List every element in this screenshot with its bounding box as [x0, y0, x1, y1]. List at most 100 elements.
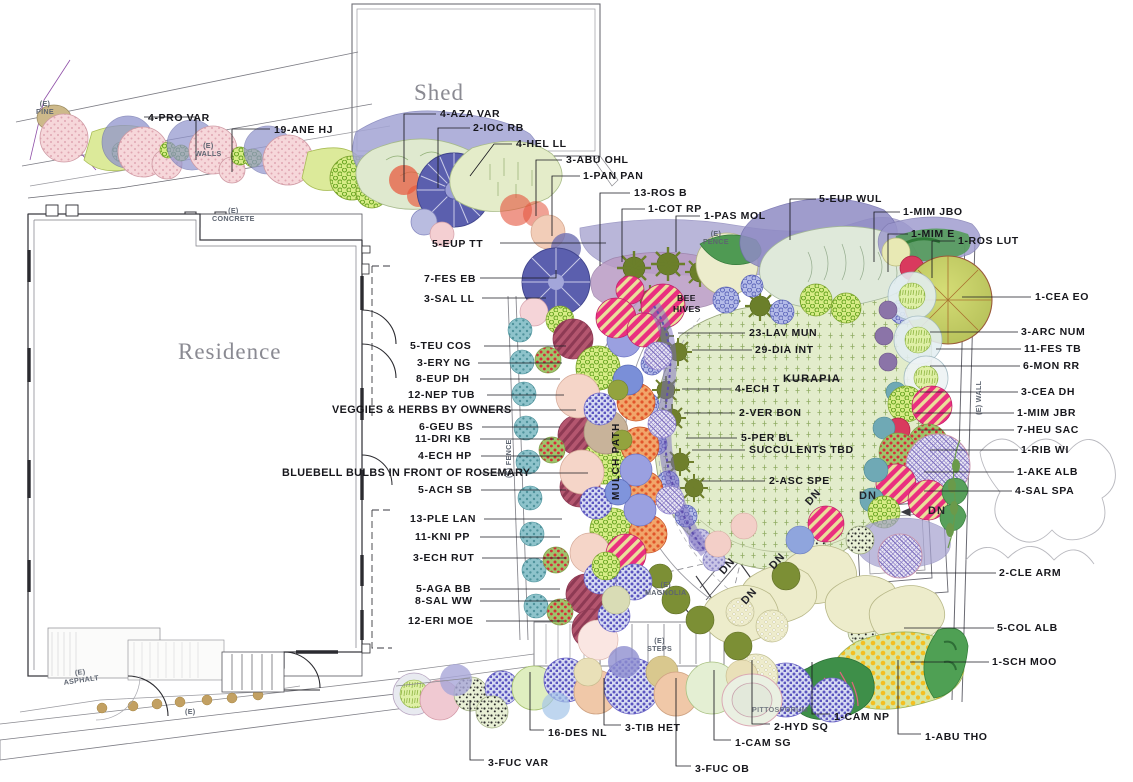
- plant-label-ech-t: 4-ECH T: [735, 383, 781, 395]
- plant-label-pas-mol: 1-PAS MOL: [704, 210, 766, 222]
- shed-title: Shed: [414, 80, 464, 105]
- plant-label-sal-ll: 3-SAL LL: [424, 293, 475, 305]
- dn-marker-1: DN: [859, 490, 877, 502]
- plant-label-ros-lut: 1-ROS LUT: [958, 235, 1019, 247]
- plant-label-cea-eo: 1-CEA EO: [1035, 291, 1090, 303]
- plant-label-abu-ohl: 3-ABU OHL: [566, 154, 629, 166]
- existing-note-pine: (E) PINE: [36, 99, 54, 117]
- plant-label-mon-rr: 6-MON RR: [1023, 360, 1080, 372]
- plant-label-ver-bon: 2-VER BON: [739, 407, 802, 419]
- existing-note-magnolia: (E) MAGNOLIA: [645, 580, 687, 598]
- bed-misc: [591, 505, 845, 661]
- existing-note-walls: (E) WALLS: [195, 141, 222, 159]
- plant-label-heu-sac: 7-HEU SAC: [1017, 424, 1079, 436]
- note-bluebell-bulbs: BLUEBELL BULBS IN FRONT OF ROSEMARY: [282, 467, 531, 479]
- dn-marker-2: DN: [928, 505, 946, 517]
- existing-note-dot: (E): [185, 707, 196, 716]
- plant-label-cam-np: 1-CAM NP: [834, 711, 890, 723]
- mulch-path-label: MULCH PATH: [611, 422, 622, 500]
- plant-label-cam-sg: 1-CAM SG: [735, 737, 792, 749]
- ex-wall-r-l2: WALL: [974, 380, 983, 403]
- plant-label-rib-wi: 1-RIB WI: [1021, 444, 1069, 456]
- plant-label-pro-var: 4-PRO VAR: [148, 112, 210, 124]
- plant-label-tib-het: 3-TIB HET: [625, 722, 681, 734]
- ex-steps-l1: (E): [654, 636, 665, 645]
- note-veggies-herbs: VEGGIES & HERBS BY OWNERS: [332, 404, 512, 416]
- bee-hives-label-line2: HIVES: [673, 304, 701, 314]
- existing-note-wall-right: (E) WALL: [974, 380, 983, 415]
- plant-label-per-bl: 5-PER BL: [741, 432, 794, 444]
- plant-label-hel-ll: 4-HEL LL: [516, 138, 567, 150]
- ex-concrete-l1: (E): [228, 206, 239, 215]
- ex-walls-l1: (E): [203, 141, 214, 150]
- plant-label-cea-dh: 3-CEA DH: [1021, 386, 1075, 398]
- plant-label-kni-pp: 11-KNI PP: [415, 531, 471, 543]
- leader-lines: [144, 113, 1031, 767]
- plant-label-des-nl: 16-DES NL: [548, 727, 608, 739]
- plant-label-sal-spa: 4-SAL SPA: [1015, 485, 1075, 497]
- ex-pine-l1: (E): [39, 99, 51, 108]
- plant-label-eup-dh: 8-EUP DH: [416, 373, 470, 385]
- plant-label-ple-lan: 13-PLE LAN: [410, 513, 477, 525]
- plant-label-ioc-rb: 2-IOC RB: [473, 122, 524, 134]
- plant-label-teu-cos: 5-TEU COS: [410, 340, 472, 352]
- plant-label-arc-num: 3-ARC NUM: [1021, 326, 1086, 338]
- plant-label-abu-tho: 1-ABU THO: [925, 731, 988, 743]
- plant-label-aza-var: 4-AZA VAR: [440, 108, 501, 120]
- plant-label-fuc-ob: 3-FUC OB: [695, 763, 750, 775]
- ex-fence-l1: (E): [710, 229, 722, 238]
- plant-label-cle-arm: 2-CLE ARM: [999, 567, 1062, 579]
- plant-label-col-alb: 5-COL ALB: [997, 622, 1058, 634]
- ex-fence-l2: FENCE: [703, 237, 729, 247]
- plant-label-eup-tt: 5-EUP TT: [432, 238, 484, 250]
- plant-label-cot-rp: 1-COT RP: [648, 203, 702, 215]
- ex-fence2-l2: FENCE: [504, 439, 513, 466]
- plant-label-aga-bb: 5-AGA BB: [416, 583, 472, 595]
- plant-label-ech-rut: 3-ECH RUT: [413, 552, 475, 564]
- ex-steps-l2: STEPS: [647, 644, 673, 654]
- plant-label-ery-ng: 3-ERY NG: [417, 357, 471, 369]
- plant-label-hyd-sq: 2-HYD SQ: [774, 721, 829, 733]
- ex-magnolia-l2: MAGNOLIA: [645, 588, 687, 598]
- plant-label-fes-eb: 7-FES EB: [424, 273, 477, 285]
- plant-label-eri-moe: 12-ERI MOE: [408, 615, 474, 627]
- plant-label-asc-spe: 2-ASC SPE: [769, 475, 830, 487]
- plant-label-sch-moo: 1-SCH MOO: [992, 656, 1057, 668]
- plant-label-eup-wul: 5-EUP WUL: [819, 193, 882, 205]
- plant-label-dia-int: 29-DIA INT: [755, 344, 814, 356]
- plant-label-ane-hj: 19-ANE HJ: [274, 124, 334, 136]
- plant-label-mim-e: 1-MIM E: [911, 228, 955, 240]
- plant-label-mim-jbr: 1-MIM JBR: [1017, 407, 1077, 419]
- plant-label-nep-tub: 12-NEP TUB: [408, 389, 476, 401]
- plant-label-lav-mun: 23-LAV MUN: [749, 327, 818, 339]
- plant-label-ake-alb: 1-AKE ALB: [1017, 466, 1079, 478]
- plant-label-pan-pan: 1-PAN PAN: [583, 170, 644, 182]
- plant-label-ach-sb: 5-ACH SB: [418, 484, 473, 496]
- bed-mid-right: [702, 439, 969, 723]
- bed-top-fence: [579, 198, 920, 329]
- existing-note-fence: (E) FENCE: [703, 229, 729, 247]
- plant-label-geu-bs: 6-GEU BS: [419, 421, 474, 433]
- planting-masses: [36, 104, 993, 729]
- ex-wall-r-l1: (E): [974, 404, 983, 415]
- plant-label-ros-b: 13-ROS B: [634, 187, 688, 199]
- plant-label-dri-kb: 11-DRI KB: [415, 433, 472, 445]
- plant-label-fes-tb: 11-FES TB: [1024, 343, 1082, 355]
- plant-label-ech-hp: 4-ECH HP: [418, 450, 472, 462]
- plant-label-succulents-tbd: SUCCULENTS TBD: [749, 444, 854, 456]
- plant-label-sal-ww: 8-SAL WW: [415, 595, 473, 607]
- kurapia-label: KURAPIA: [783, 373, 841, 385]
- ex-pine-l2: PINE: [36, 107, 54, 117]
- bee-hives-label-line1: BEE: [677, 293, 696, 303]
- plant-label-fuc-var: 3-FUC VAR: [488, 757, 549, 769]
- existing-note-pittosporum: PITTOSPORUM: [752, 705, 808, 714]
- residence-title: Residence: [178, 339, 282, 364]
- existing-note-concrete: (E) CONCRETE: [212, 206, 255, 224]
- existing-note-steps: (E) STEPS: [647, 636, 673, 654]
- ex-concrete-l2: CONCRETE: [212, 214, 255, 224]
- plant-label-mim-jbo: 1-MIM JBO: [903, 206, 963, 218]
- bed-shed: [352, 110, 591, 335]
- ex-magnolia-l1: (E): [660, 580, 671, 589]
